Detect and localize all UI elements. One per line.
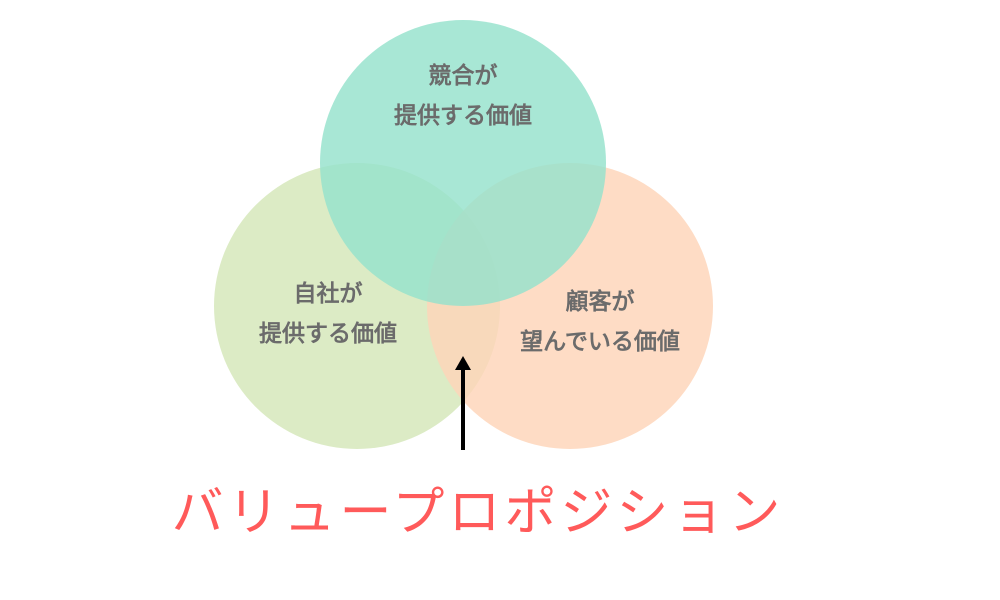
competitor-label: 競合が 提供する価値 — [394, 56, 532, 136]
customer-label-line2: 望んでいる価値 — [520, 329, 680, 355]
competitor-circle — [320, 20, 606, 306]
competitor-label-line1: 競合が — [428, 63, 498, 89]
value-proposition-label: バリュープロポジション — [171, 483, 785, 543]
company-label-line1: 自社が — [293, 281, 363, 307]
arrow-head-icon — [455, 356, 471, 370]
customer-label-line1: 顧客が — [565, 289, 635, 315]
company-label: 自社が 提供する価値 — [259, 274, 397, 354]
competitor-label-line2: 提供する価値 — [394, 103, 532, 129]
company-label-line2: 提供する価値 — [259, 321, 397, 347]
customer-label: 顧客が 望んでいる価値 — [520, 282, 680, 362]
